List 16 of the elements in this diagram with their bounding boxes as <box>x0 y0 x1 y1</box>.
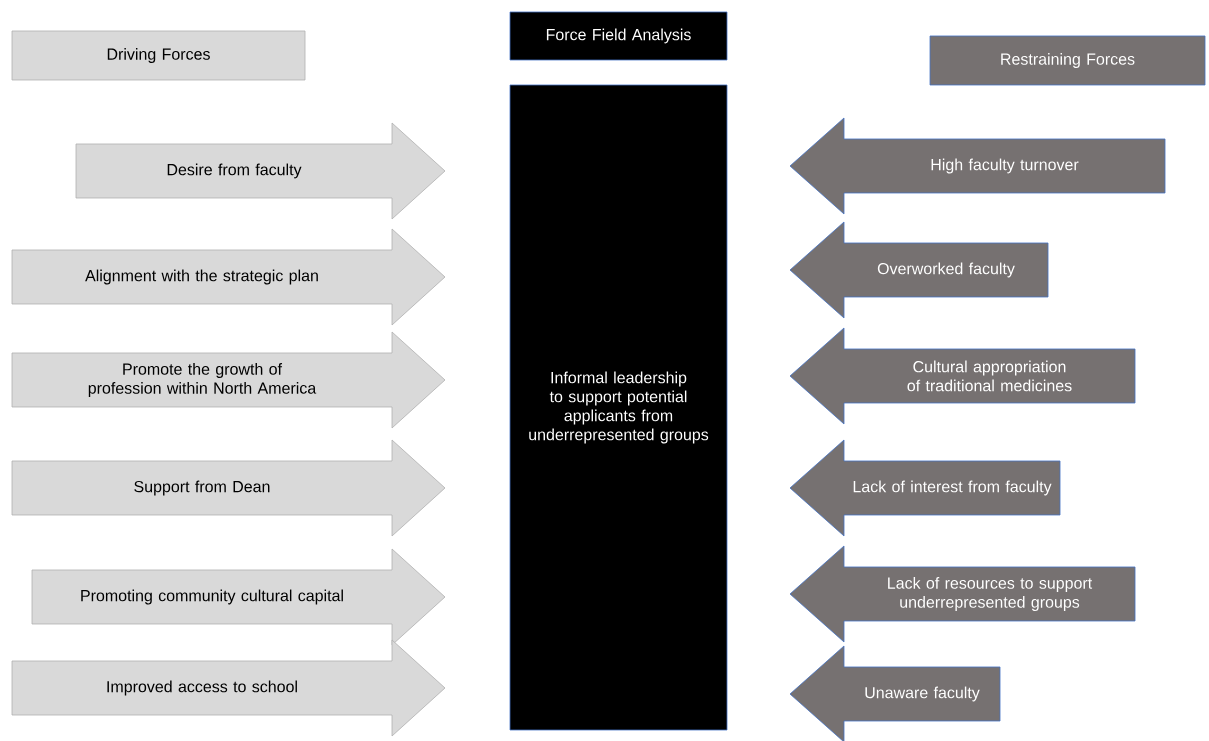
arrow-box: Promoting community cultural capital <box>31 548 446 646</box>
arrow-box: Cultural appropriation of traditional medicines <box>789 327 1136 425</box>
title-box: Force Field Analysis <box>509 11 728 61</box>
arrow-box: Support from Dean <box>11 439 446 537</box>
heading-box: Driving Forces <box>11 30 306 81</box>
arrow-box: Promote the growth of profession within North America <box>11 331 446 429</box>
arrow-box: Lack of interest from faculty <box>789 439 1061 537</box>
topic-box: Informal leadership to support potential applicants from underrepresented groups <box>509 84 728 731</box>
arrow-box: High faculty turnover <box>789 117 1166 215</box>
arrow-box: Lack of resources to support underrepresented groups <box>789 545 1136 643</box>
heading-box: Restraining Forces <box>929 35 1206 86</box>
arrow-box: Improved access to school <box>11 639 446 737</box>
arrow-box: Overworked faculty <box>789 221 1049 319</box>
arrow-box: Unaware faculty <box>789 645 1001 741</box>
arrow-box: Alignment with the strategic plan <box>11 228 446 326</box>
arrow-box: Desire from faculty <box>75 122 446 220</box>
